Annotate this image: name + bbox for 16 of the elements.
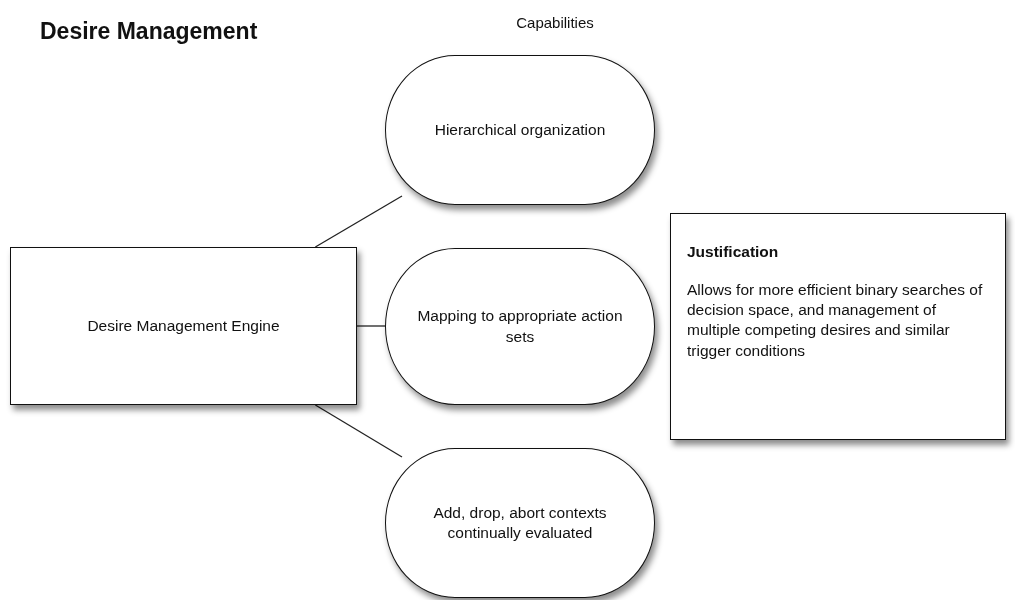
note-box	[670, 213, 1006, 440]
node-text: Hierarchical organization	[434, 119, 606, 140]
node-text: Add, drop, abort contexts continually evaluated	[432, 502, 608, 543]
process-box	[10, 247, 357, 405]
connector-line	[356, 325, 386, 327]
column-heading: Capabilities	[515, 14, 595, 31]
connector-line	[314, 404, 403, 458]
capability-pill	[385, 55, 655, 205]
connector-line	[314, 195, 403, 248]
node-text: Mapping to appropriate action sets	[416, 306, 624, 347]
node-text: Desire Management Engine	[87, 315, 280, 336]
capability-pill	[385, 248, 655, 405]
note-heading: Justification	[687, 242, 780, 262]
diagram-title: Desire Management	[40, 18, 258, 45]
node-text: Allows for more efficient binary searches of decision space, and management of multiple competing desires and similar trigger conditions	[687, 280, 984, 361]
capability-pill	[385, 448, 655, 598]
